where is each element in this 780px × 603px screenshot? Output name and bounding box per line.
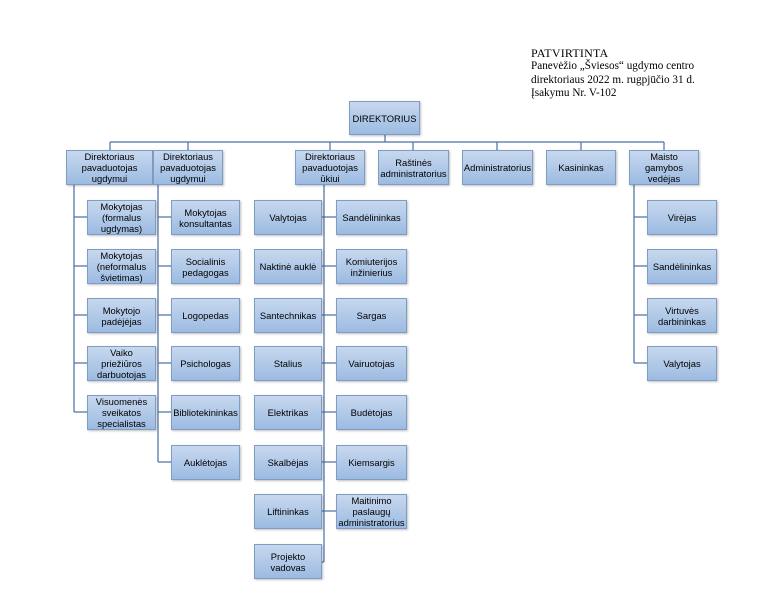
col3-left-item: Santechnikas xyxy=(254,298,322,333)
col3-left-item: Skalbėjas xyxy=(254,445,322,480)
col1-item: Mokytojas (neformalus švietimas) xyxy=(87,249,156,284)
head-food-production: Maisto gamybos vedėjas xyxy=(629,150,699,185)
col3-right-item: Komiuterijos inžinierius xyxy=(336,249,407,284)
col3-right-item: Vairuotojas xyxy=(336,346,407,381)
approval-line-3: Įsakymu Nr. V-102 xyxy=(531,87,617,100)
head-office-admin: Raštinės administratorius xyxy=(378,150,449,185)
head-deputy-support: Direktoriaus pavaduotojas ugdymui xyxy=(153,150,223,185)
approval-line-2: direktoriaus 2022 m. rugpjūčio 31 d. xyxy=(531,73,695,86)
col3-right-item: Maitinimo paslaugų administratorius xyxy=(336,494,407,529)
col1-item: Mokytojas (formalus ugdymas) xyxy=(87,200,156,235)
col4-item: Virėjas xyxy=(647,200,717,235)
head-deputy-formal: Direktoriaus pavaduotojas ugdymui xyxy=(66,150,153,185)
col1-item: Vaiko priežiūros darbuotojas xyxy=(87,346,156,381)
col3-left-item: Stalius xyxy=(254,346,322,381)
col3-left-item: Liftininkas xyxy=(254,494,322,529)
col2-item: Socialinis pedagogas xyxy=(171,249,240,284)
col3-left-item: Valytojas xyxy=(254,200,322,235)
head-deputy-economy: Direktoriaus pavaduotojas ūkiui xyxy=(295,150,365,185)
col3-left-item: Elektrikas xyxy=(254,395,322,430)
col2-item: Auklėtojas xyxy=(171,445,240,480)
col1-item: Visuomenės sveikatos specialistas xyxy=(87,395,156,430)
col4-item: Sandėlininkas xyxy=(647,249,717,284)
approval-title: PATVIRTINTA xyxy=(531,46,609,60)
head-cashier: Kasininkas xyxy=(546,150,616,185)
col4-item: Virtuvės darbininkas xyxy=(647,298,717,333)
approval-line-1: Panevėžio „Šviesos“ ugdymo centro xyxy=(531,60,695,73)
col2-item: Psichologas xyxy=(171,346,240,381)
approval-stamp: PATVIRTINTA Panevėžio „Šviesos“ ugdymo c… xyxy=(531,46,771,101)
col3-left-item: Naktinė auklė xyxy=(254,249,322,284)
col3-right-item: Budėtojas xyxy=(336,395,407,430)
col2-item: Mokytojas konsultantas xyxy=(171,200,240,235)
head-administrator: Administratorius xyxy=(462,150,533,185)
col4-item: Valytojas xyxy=(647,346,717,381)
col3-right-item: Kiemsargis xyxy=(336,445,407,480)
col3-left-item: Projekto vadovas xyxy=(254,544,322,579)
col3-right-item: Sandėlininkas xyxy=(336,200,407,235)
col2-item: Bibliotekininkas xyxy=(171,395,240,430)
director-box: DIREKTORIUS xyxy=(349,101,420,135)
col1-item: Mokytojo padėjėjas xyxy=(87,298,156,333)
col3-right-item: Sargas xyxy=(336,298,407,333)
col2-item: Logopedas xyxy=(171,298,240,333)
